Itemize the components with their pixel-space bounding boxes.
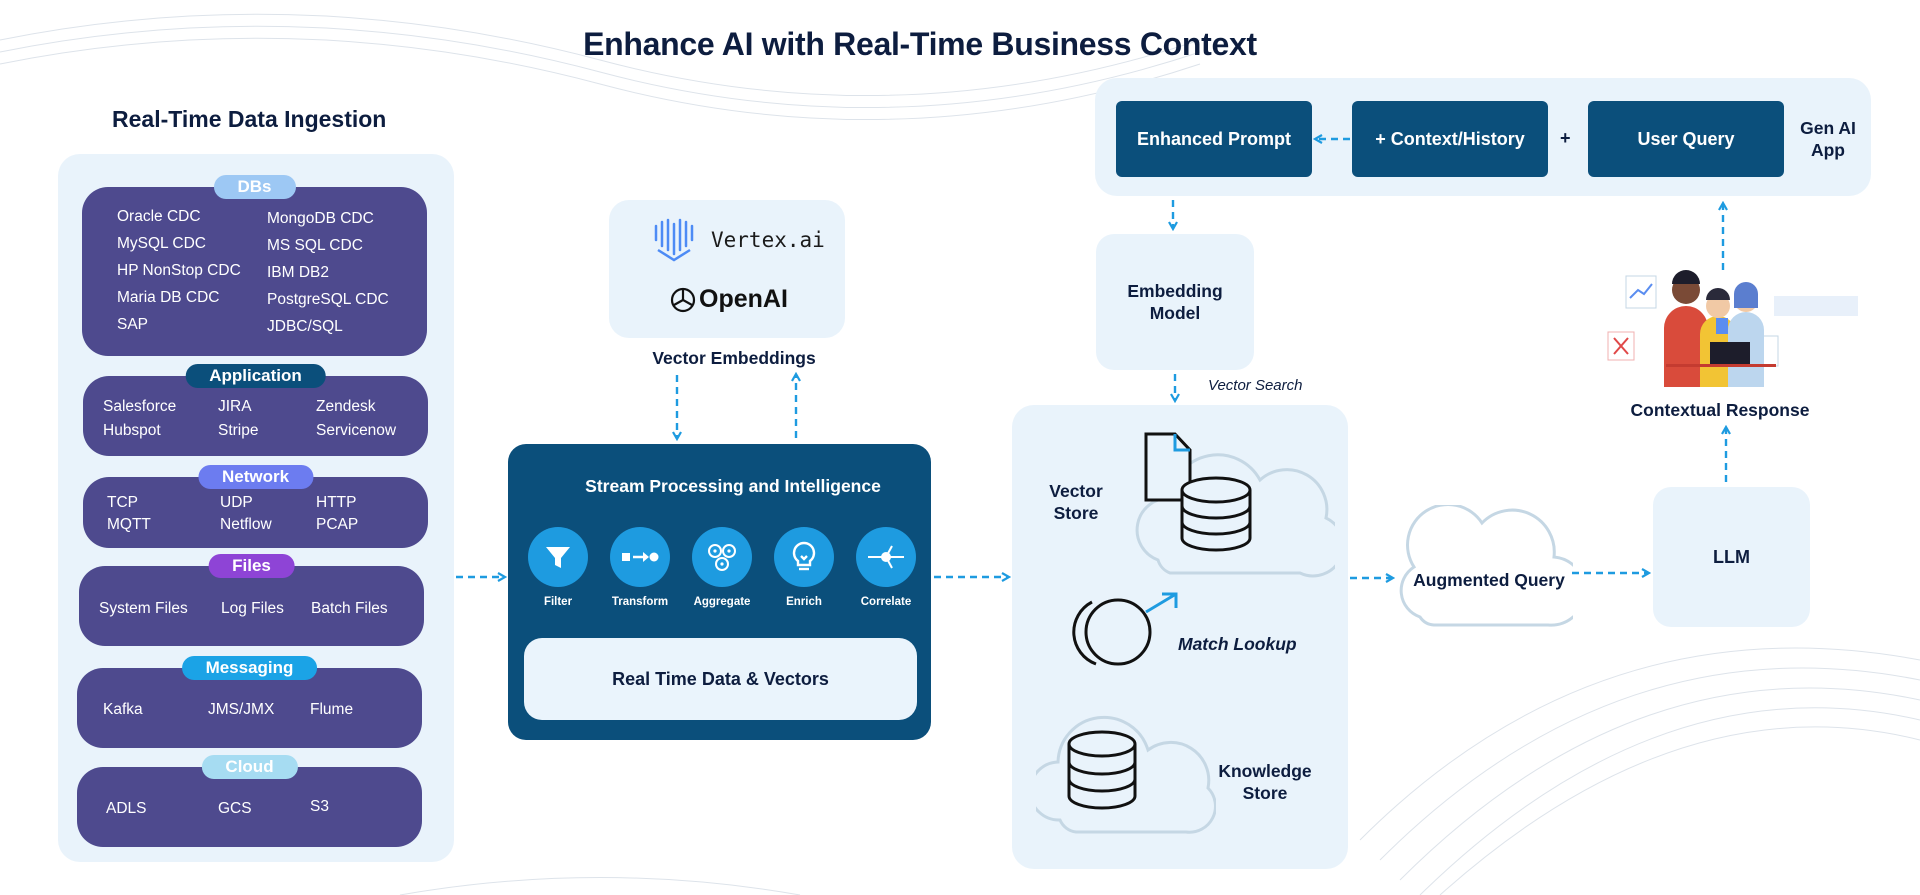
source-item: SAP: [117, 316, 149, 333]
source-item: GCS: [218, 800, 252, 817]
source-group-cloud: Cloud ADLS GCS S3: [77, 755, 422, 847]
contextual-response-label: Contextual Response: [1630, 400, 1810, 420]
knowledge-store-label-line1: Knowledge: [1218, 761, 1312, 781]
source-item: Servicenow: [316, 422, 397, 439]
source-item: Log Files: [221, 600, 284, 617]
source-item: Hubspot: [103, 422, 161, 439]
embedding-model-box: Embedding Model: [1096, 234, 1254, 370]
stream-processing-title: Stream Processing and Intelligence: [585, 476, 881, 496]
pill-application: Application: [185, 364, 326, 388]
transform-icon: [610, 527, 670, 587]
vector-embeddings-label: Vector Embeddings: [652, 348, 816, 368]
augmented-query-label: Augmented Query: [1413, 570, 1565, 590]
knowledge-store-icon: [1036, 715, 1216, 834]
gen-ai-app-label-line2: App: [1810, 140, 1846, 160]
vector-store-icon: [1135, 432, 1335, 578]
embedding-model-line1: Embedding: [1127, 281, 1223, 301]
source-group-application: Application Salesforce Hubspot JIRA Stri…: [83, 364, 428, 456]
source-item: Salesforce: [103, 398, 177, 415]
vector-store-label-line1: Vector: [1049, 481, 1103, 501]
realtime-data-vectors-box: Real Time Data & Vectors: [524, 638, 917, 720]
source-item: HP NonStop CDC: [117, 262, 241, 279]
vector-store-label: Vector Store: [1040, 480, 1112, 524]
gen-ai-app-label: Gen AI App: [1795, 117, 1861, 161]
step-label-correlate: Correlate: [860, 596, 912, 608]
source-item: System Files: [99, 600, 188, 617]
source-group-files: Files System Files Log Files Batch Files: [79, 554, 424, 646]
filter-icon: [528, 527, 588, 587]
source-item: Flume: [310, 701, 354, 718]
source-item: MongoDB CDC: [267, 210, 374, 227]
correlate-icon: [856, 527, 916, 587]
source-group-messaging: Messaging Kafka JMS/JMX Flume: [77, 656, 422, 748]
pill-dbs: DBs: [213, 175, 296, 199]
source-item: JMS/JMX: [208, 701, 275, 718]
pill-files: Files: [208, 554, 295, 578]
vector-search-label: Vector Search: [1208, 377, 1303, 394]
pill-messaging: Messaging: [181, 656, 318, 680]
page-title: Enhance AI with Real-Time Business Conte…: [583, 26, 1257, 62]
step-label-enrich: Enrich: [786, 596, 822, 608]
vector-embeddings-panel: [609, 200, 845, 338]
match-lookup-icon: [1072, 592, 1178, 666]
source-item: S3: [310, 798, 329, 815]
source-item: PCAP: [316, 516, 359, 533]
source-item: PostgreSQL CDC: [267, 291, 389, 308]
knowledge-store-label-line2: Store: [1242, 783, 1288, 803]
source-item: MS SQL CDC: [267, 237, 363, 254]
step-label-transform: Transform: [611, 596, 669, 608]
source-item: HTTP: [316, 494, 357, 511]
source-item: IBM DB2: [267, 264, 330, 281]
openai-label: OpenAI: [699, 285, 788, 313]
gen-ai-app-label-line1: Gen AI: [1800, 118, 1856, 138]
step-label-aggregate: Aggregate: [693, 596, 751, 608]
ingestion-title: Real-Time Data Ingestion: [112, 106, 387, 132]
source-group-dbs: DBs Oracle CDC MySQL CDC HP NonStop CDC …: [82, 175, 427, 356]
source-item: MQTT: [107, 516, 151, 533]
augmented-query-cloud-icon: [1399, 505, 1573, 627]
vector-store-label-line2: Store: [1053, 503, 1099, 523]
source-item: Oracle CDC: [117, 208, 201, 225]
llm-box: LLM: [1653, 487, 1810, 627]
source-item: ADLS: [106, 800, 147, 817]
source-item: Netflow: [220, 516, 272, 533]
plus-sign: +: [1560, 128, 1571, 148]
step-label-filter: Filter: [543, 596, 573, 608]
source-item: Kafka: [103, 701, 143, 718]
knowledge-store-label: Knowledge Store: [1210, 760, 1320, 804]
source-group-network: Network TCP MQTT UDP Netflow HTTP PCAP: [83, 465, 428, 548]
source-item: Maria DB CDC: [117, 289, 220, 306]
source-item: UDP: [220, 494, 253, 511]
context-history-box: + Context/History: [1352, 101, 1548, 177]
pill-cloud: Cloud: [201, 755, 298, 779]
embedding-model-line2: Model: [1149, 303, 1201, 323]
vertex-ai-label: Vertex.ai: [711, 228, 825, 252]
user-query-box: User Query: [1588, 101, 1784, 177]
people-illustration: [1607, 270, 1858, 387]
source-item: MySQL CDC: [117, 235, 206, 252]
source-item: Batch Files: [311, 600, 388, 617]
enhanced-prompt-box: Enhanced Prompt: [1116, 101, 1312, 177]
pill-network: Network: [197, 465, 314, 489]
match-lookup-label: Match Lookup: [1178, 634, 1297, 654]
vertex-ai-logo-icon: [654, 218, 694, 262]
source-item: JIRA: [218, 398, 252, 415]
source-item: JDBC/SQL: [267, 318, 343, 335]
source-item: Zendesk: [316, 398, 376, 415]
openai-logo-icon: [670, 287, 696, 313]
enrich-lightbulb-icon: [774, 527, 834, 587]
source-item: TCP: [107, 494, 138, 511]
aggregate-icon: [692, 527, 752, 587]
source-item: Stripe: [218, 422, 259, 439]
